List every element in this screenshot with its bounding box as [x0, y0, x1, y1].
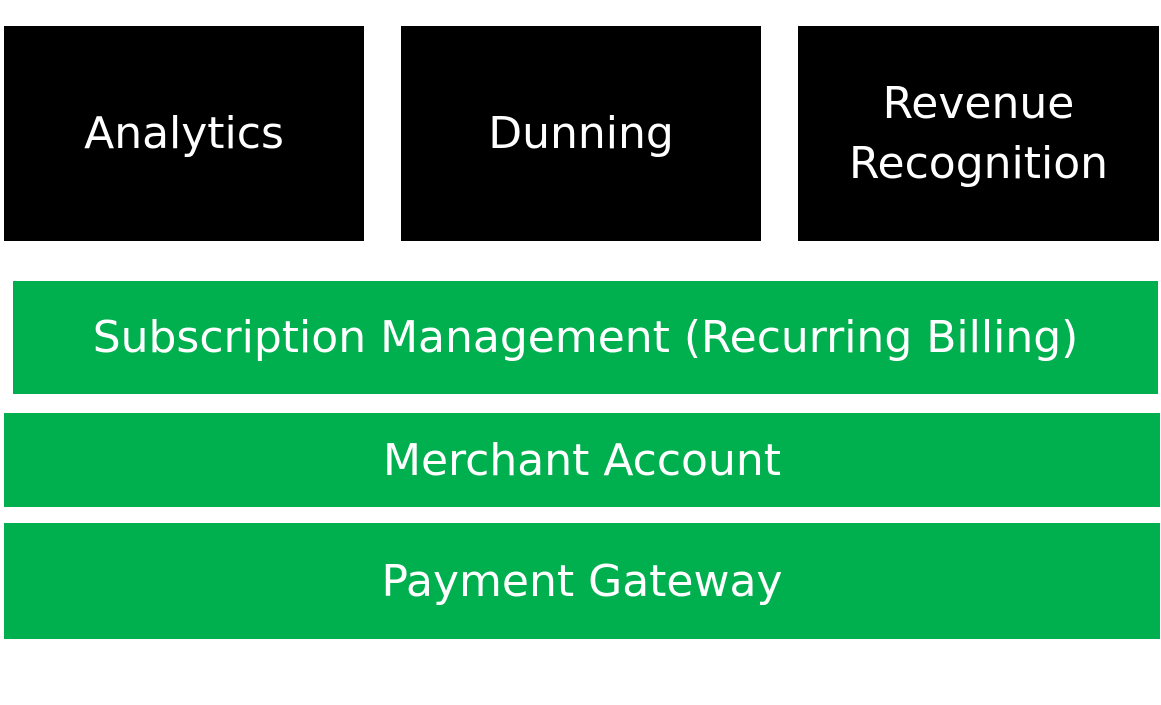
dunning-box: Dunning: [401, 26, 761, 241]
merchant-account-layer: Merchant Account: [4, 413, 1160, 507]
subscription-management-layer: Subscription Management (Recurring Billi…: [13, 281, 1158, 394]
revenue-recognition-label-line1: Revenue: [882, 78, 1075, 130]
analytics-box: Analytics: [4, 26, 364, 241]
payment-gateway-layer: Payment Gateway: [4, 523, 1160, 639]
revenue-recognition-box: Revenue Recognition: [798, 26, 1159, 241]
merchant-account-label: Merchant Account: [383, 434, 781, 486]
analytics-label: Analytics: [84, 107, 284, 159]
revenue-recognition-label-line2: Recognition: [848, 137, 1109, 189]
payment-gateway-label: Payment Gateway: [381, 555, 783, 607]
dunning-label: Dunning: [488, 107, 674, 159]
subscription-management-label: Subscription Management (Recurring Billi…: [92, 312, 1079, 363]
